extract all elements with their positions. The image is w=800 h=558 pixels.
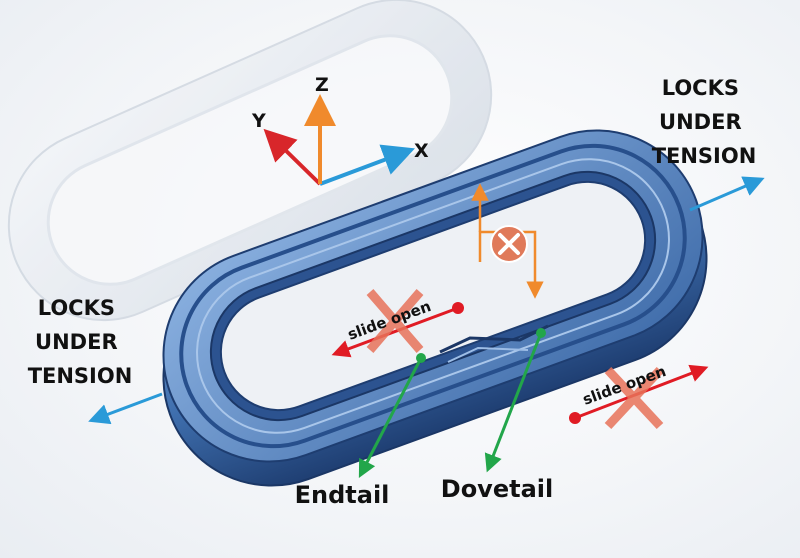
tension-arrow-left <box>88 392 163 425</box>
dovetail-callout-line <box>484 332 543 473</box>
blocked-x-icon <box>366 289 424 353</box>
dovetail-label: Dovetail <box>441 475 553 503</box>
tension-arrows <box>88 176 765 425</box>
z-axis-label: Z <box>315 74 329 96</box>
y-axis-label: Y <box>251 110 266 132</box>
y-axis-arrow <box>263 128 322 186</box>
tension-label-left: LOCKS UNDER TENSION <box>28 296 133 388</box>
x-axis-arrow <box>319 144 415 186</box>
z-motion-blocked <box>471 183 544 299</box>
coordinate-axes: X Y Z <box>251 74 429 186</box>
callouts: Endtail Dovetail <box>295 328 553 509</box>
tension-label-right: LOCKS UNDER TENSION <box>652 76 757 168</box>
x-axis-label: X <box>414 140 429 162</box>
endtail-callout-line <box>358 357 423 478</box>
tension-arrow-right <box>689 176 765 212</box>
blocked-x-icon-bottom <box>604 366 664 430</box>
endtail-label: Endtail <box>295 481 390 509</box>
